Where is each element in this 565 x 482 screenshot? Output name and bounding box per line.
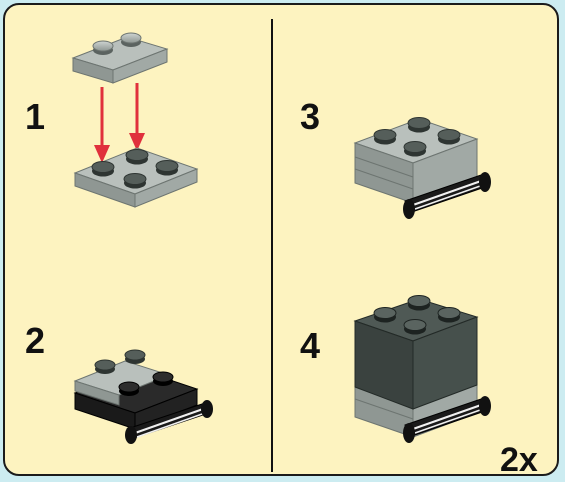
arrow-down-icon [94, 83, 145, 163]
wheel-holder-plate-icon [403, 396, 491, 443]
step-2-number: 2 [25, 320, 46, 361]
wheel-holder-plate-icon [403, 172, 491, 219]
step-3-number: 3 [300, 96, 321, 137]
panel-divider [271, 19, 273, 472]
step-1-number: 1 [25, 96, 46, 137]
brick-2x2-icon [353, 117, 479, 204]
step-2-figure [73, 349, 213, 444]
instruction-panel: 1 2 3 4 2x [3, 3, 559, 476]
plate-2x2-icon [73, 147, 199, 208]
plate-1x2-icon [71, 32, 169, 84]
quantity-label: 2x [500, 441, 538, 476]
step-3-figure [353, 117, 491, 219]
step-4-number: 4 [300, 325, 321, 366]
step-4-figure [353, 295, 491, 443]
wheel-holder-plate-icon [73, 349, 213, 444]
step-1-figure [71, 32, 199, 208]
